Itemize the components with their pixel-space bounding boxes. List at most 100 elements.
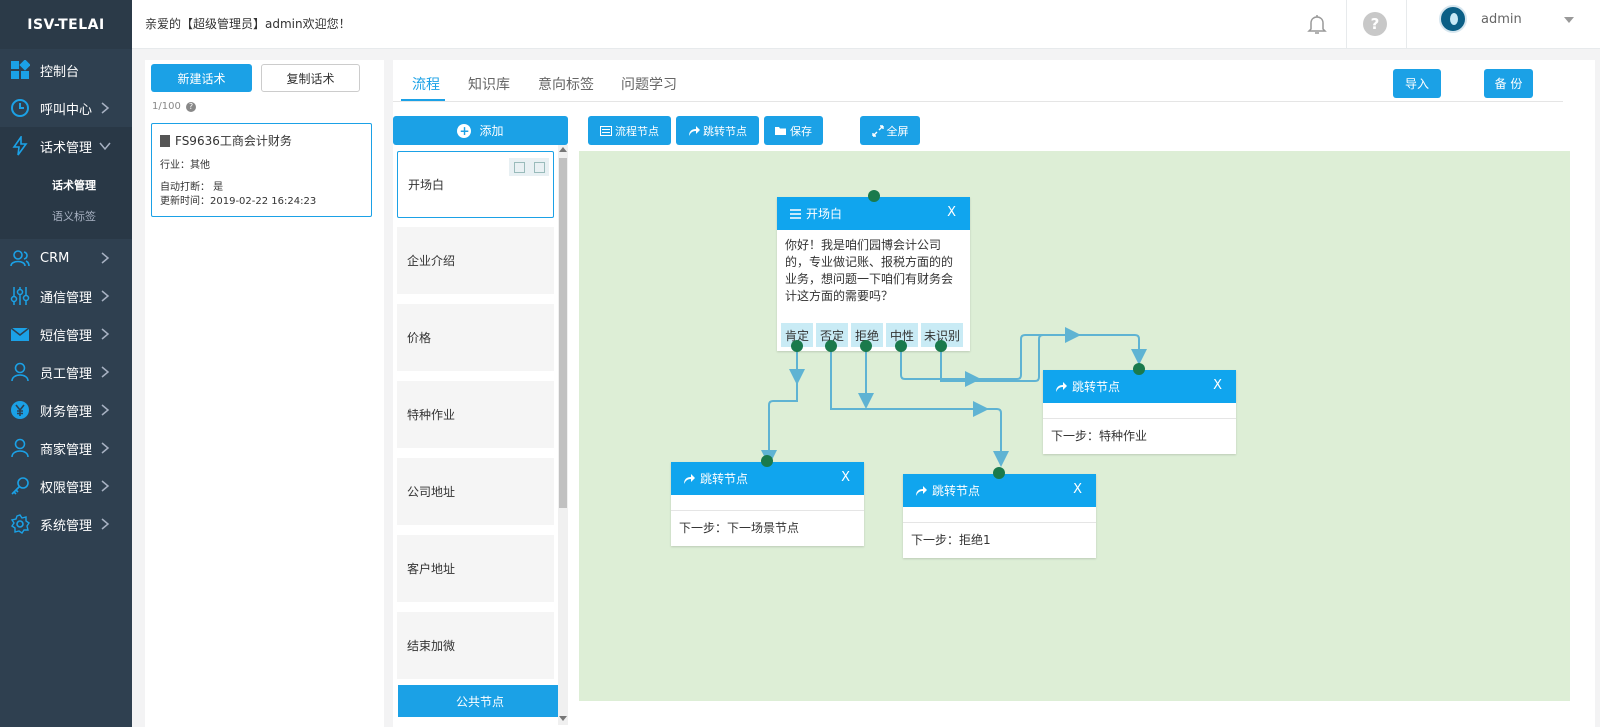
close-icon[interactable]: X	[841, 470, 850, 485]
sidebar-item-permissions[interactable]: 权限管理	[0, 467, 132, 505]
document-icon	[160, 134, 170, 147]
chevron-right-icon	[101, 518, 110, 530]
node-list-item-opening[interactable]: 开场白	[397, 151, 554, 218]
connector-dot[interactable]	[935, 340, 947, 352]
tab-knowledge-base[interactable]: 知识库	[468, 77, 510, 93]
backup-button[interactable]: 备 份	[1484, 69, 1533, 98]
jump-node-label: 跳转节点	[703, 124, 747, 138]
sidebar-subitem-script[interactable]: 话术管理	[52, 178, 96, 192]
jump-node-button[interactable]: 跳转节点	[676, 116, 759, 145]
script-card[interactable]: FS9636工商会计财务 行业：其他 自动打断： 是 更新时间：2019-02-…	[151, 123, 372, 217]
sidebar-item-label: 通信管理	[40, 290, 93, 306]
connector-dot[interactable]	[993, 467, 1005, 479]
sidebar-item-call-center[interactable]: 呼叫中心	[0, 89, 132, 127]
chevron-right-icon	[101, 252, 110, 264]
scrollbar-thumb[interactable]	[559, 158, 567, 508]
connector-dot[interactable]	[1133, 363, 1145, 375]
sidebar-item-label: 短信管理	[40, 328, 93, 344]
flow-node-title: 跳转节点	[1072, 380, 1121, 394]
flow-node-next: 下一步：拒绝1	[911, 533, 991, 547]
flow-node-header[interactable]: 跳转节点 X	[671, 462, 864, 495]
chevron-right-icon	[101, 290, 110, 302]
scroll-up-icon[interactable]	[559, 147, 567, 152]
node-list-item[interactable]: 公司地址	[397, 458, 554, 525]
connector-dot[interactable]	[860, 340, 872, 352]
flow-node-header[interactable]: 跳转节点 X	[903, 474, 1096, 507]
avatar[interactable]	[1439, 5, 1467, 33]
node-list-item-label: 价格	[407, 331, 432, 345]
save-button[interactable]: 保存	[764, 116, 823, 145]
tab-flow[interactable]: 流程	[412, 77, 440, 93]
sidebar-item-dashboard[interactable]: 控制台	[0, 51, 132, 89]
sidebar-item-label: 控制台	[40, 64, 80, 80]
flow-node-jump[interactable]: 跳转节点 X 下一步：下一场景节点	[671, 462, 864, 546]
sidebar-item-staff[interactable]: 员工管理	[0, 353, 132, 391]
question-icon[interactable]: ?	[186, 102, 197, 112]
connector-dot[interactable]	[825, 340, 837, 352]
sidebar-item-script-management[interactable]: 话术管理	[0, 127, 132, 165]
node-list-item[interactable]: 结束加微	[397, 612, 554, 679]
add-node-button[interactable]: + 添加	[393, 116, 568, 145]
svg-text:?: ?	[1371, 15, 1380, 33]
flow-node-title: 跳转节点	[932, 484, 981, 498]
connector-dot[interactable]	[868, 190, 880, 202]
sidebar-item-system[interactable]: 系统管理	[0, 505, 132, 543]
flow-canvas[interactable]: 开场白 X 你好！我是咱们园博会计公司的，专业做记账、报税方面的的业务，想问题一…	[579, 151, 1570, 701]
chevron-right-icon	[101, 366, 110, 378]
sidebar-item-sms[interactable]: 短信管理	[0, 315, 132, 353]
branch-neutral[interactable]: 中性	[886, 323, 918, 347]
edit-icon[interactable]	[513, 161, 525, 173]
sidebar-item-crm[interactable]: CRM	[0, 239, 132, 277]
help-icon[interactable]: ?	[1361, 10, 1389, 38]
copy-script-button[interactable]: 复制话术	[261, 64, 360, 92]
sidebar-item-finance[interactable]: 财务管理	[0, 391, 132, 429]
sidebar-subitem-semantic-tags[interactable]: 语义标签	[52, 209, 96, 223]
connector-dot[interactable]	[791, 340, 803, 352]
fullscreen-button[interactable]: 全屏	[860, 116, 920, 145]
caret-down-icon[interactable]	[1564, 17, 1574, 23]
chevron-right-icon	[101, 404, 110, 416]
flow-node-opening[interactable]: 开场白 X 你好！我是咱们园博会计公司的，专业做记账、报税方面的的业务，想问题一…	[777, 197, 970, 351]
close-icon[interactable]: X	[1213, 378, 1222, 393]
sidebar-item-label: 呼叫中心	[40, 102, 93, 118]
scroll-down-icon[interactable]	[559, 716, 567, 721]
user-icon	[10, 362, 30, 382]
node-list-item[interactable]: 价格	[397, 304, 554, 371]
connector-dot[interactable]	[895, 340, 907, 352]
sliders-icon	[10, 286, 30, 306]
flow-node-button[interactable]: 流程节点	[588, 116, 671, 145]
flow-node-text: 你好！我是咱们园博会计公司的，专业做记账、报税方面的的业务，想问题一下咱们有财务…	[785, 238, 954, 303]
sidebar-item-communication[interactable]: 通信管理	[0, 277, 132, 315]
flow-node-header[interactable]: 跳转节点 X	[1043, 370, 1236, 403]
flow-node-jump[interactable]: 跳转节点 X 下一步：特种作业	[1043, 370, 1236, 454]
close-icon[interactable]: X	[947, 205, 956, 220]
user-name[interactable]: admin	[1481, 12, 1522, 27]
expand-icon	[871, 124, 884, 137]
node-list: 开场白 企业介绍 价格 特种作业 公司地址 客户地址 结束加微	[397, 150, 557, 720]
public-nodes-button[interactable]: 公共节点	[398, 685, 562, 717]
flow-node-header[interactable]: 开场白 X	[777, 197, 970, 230]
folder-icon	[775, 126, 786, 135]
share-icon	[689, 125, 700, 136]
tab-question-learning[interactable]: 问题学习	[621, 77, 677, 93]
flow-node-jump[interactable]: 跳转节点 X 下一步：拒绝1	[903, 474, 1096, 558]
bell-icon[interactable]	[1305, 12, 1329, 36]
tab-intent-tags[interactable]: 意向标签	[538, 77, 594, 93]
connection-deny	[830, 347, 1009, 467]
connector-dot[interactable]	[761, 455, 773, 467]
sidebar-item-merchant[interactable]: 商家管理	[0, 429, 132, 467]
close-icon[interactable]: X	[1073, 482, 1082, 497]
new-script-button[interactable]: 新建话术	[151, 64, 252, 92]
share-icon	[1056, 381, 1067, 392]
node-list-item[interactable]: 企业介绍	[397, 227, 554, 294]
node-list-item[interactable]: 客户地址	[397, 535, 554, 602]
menu-icon	[790, 208, 801, 219]
import-button[interactable]: 导入	[1393, 69, 1441, 98]
node-list-item-label: 开场白	[408, 178, 445, 192]
flow-node-title: 开场白	[806, 207, 843, 221]
node-list-scrollbar[interactable]	[558, 145, 568, 725]
node-list-item-label: 特种作业	[407, 408, 456, 422]
trash-icon[interactable]	[533, 161, 545, 173]
add-node-label: 添加	[479, 124, 504, 138]
node-list-item[interactable]: 特种作业	[397, 381, 554, 448]
